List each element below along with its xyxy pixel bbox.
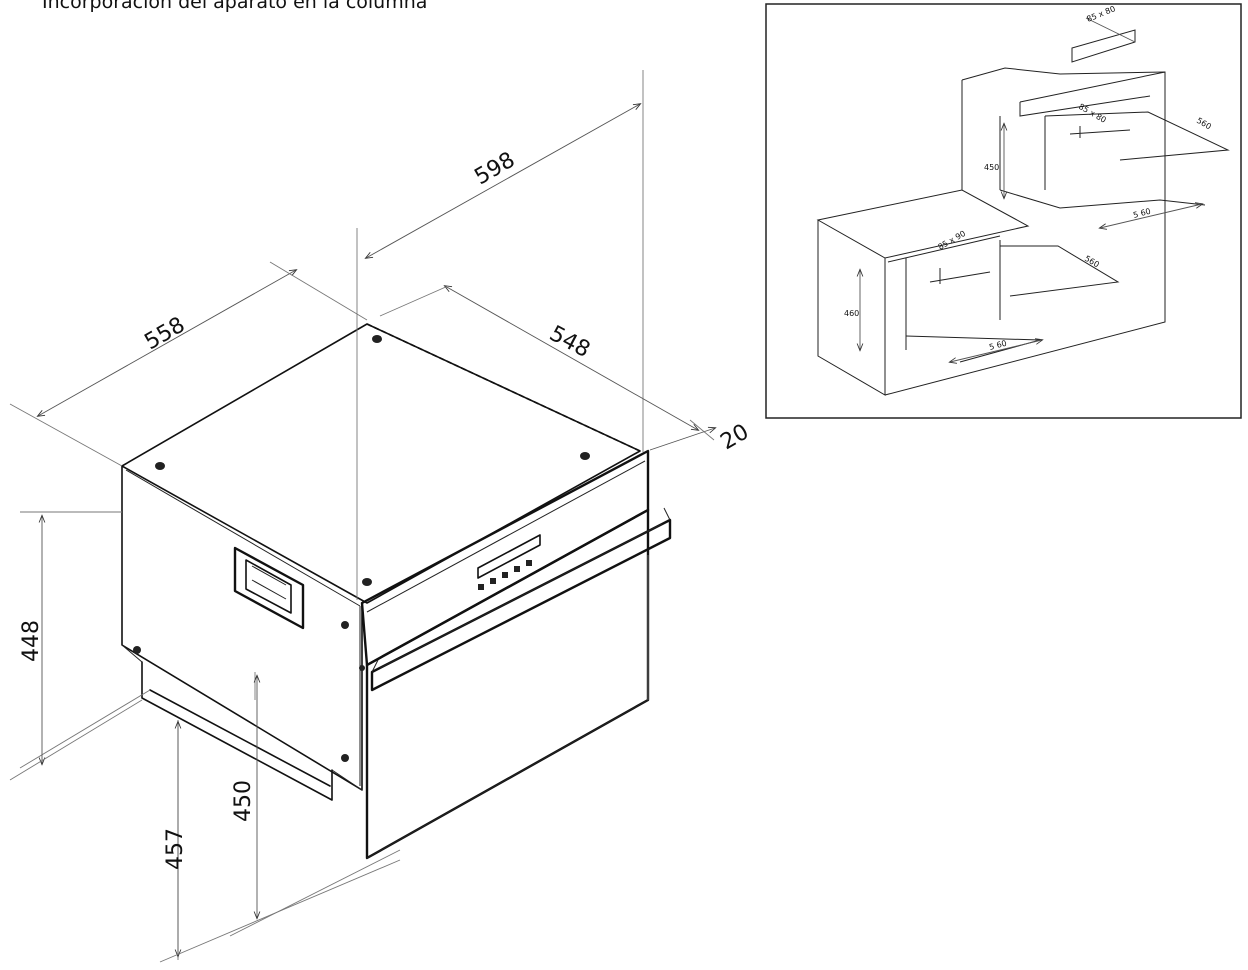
inset-diagram: 85 x 80 85 x 80 450 560 5 60 85 x 90 460… [765, 3, 1242, 419]
caption-text: Incorporación del aparato en la columna [42, 0, 427, 13]
screw-side-2 [341, 621, 349, 629]
screw-side-3 [341, 754, 349, 762]
inset-frame [765, 3, 1242, 419]
inset-height-bottom: 460 [844, 309, 859, 318]
screw-top-front [362, 578, 372, 586]
screw-side-1 [133, 646, 141, 654]
dim-558: 558 [141, 313, 190, 356]
dimension-lines [9, 70, 715, 963]
dim-457: 457 [163, 828, 188, 870]
inset-width-top: 5 60 [1132, 207, 1152, 220]
oven-bottom-rail [141, 661, 333, 801]
screw-top-left [155, 462, 165, 470]
inset-upper-cabinet [961, 17, 1230, 290]
door-handle [370, 507, 672, 692]
screw-front [359, 665, 365, 671]
dim-448: 448 [19, 620, 44, 662]
oven-side-panel [121, 465, 363, 791]
dim-20: 20 [717, 420, 754, 456]
inset-lower-cabinet [816, 189, 1166, 396]
dim-598: 598 [471, 148, 520, 191]
oven-top-surface [121, 323, 641, 604]
oven-drawing [121, 228, 672, 860]
screw-top-right [580, 452, 590, 460]
screw-top-back [372, 335, 382, 343]
display [477, 534, 541, 579]
control-buttons [478, 560, 532, 590]
side-handle [233, 546, 305, 630]
inset-width-bottom: 5 60 [988, 339, 1008, 352]
dim-450: 450 [231, 780, 256, 822]
inset-height-top: 450 [984, 163, 999, 172]
